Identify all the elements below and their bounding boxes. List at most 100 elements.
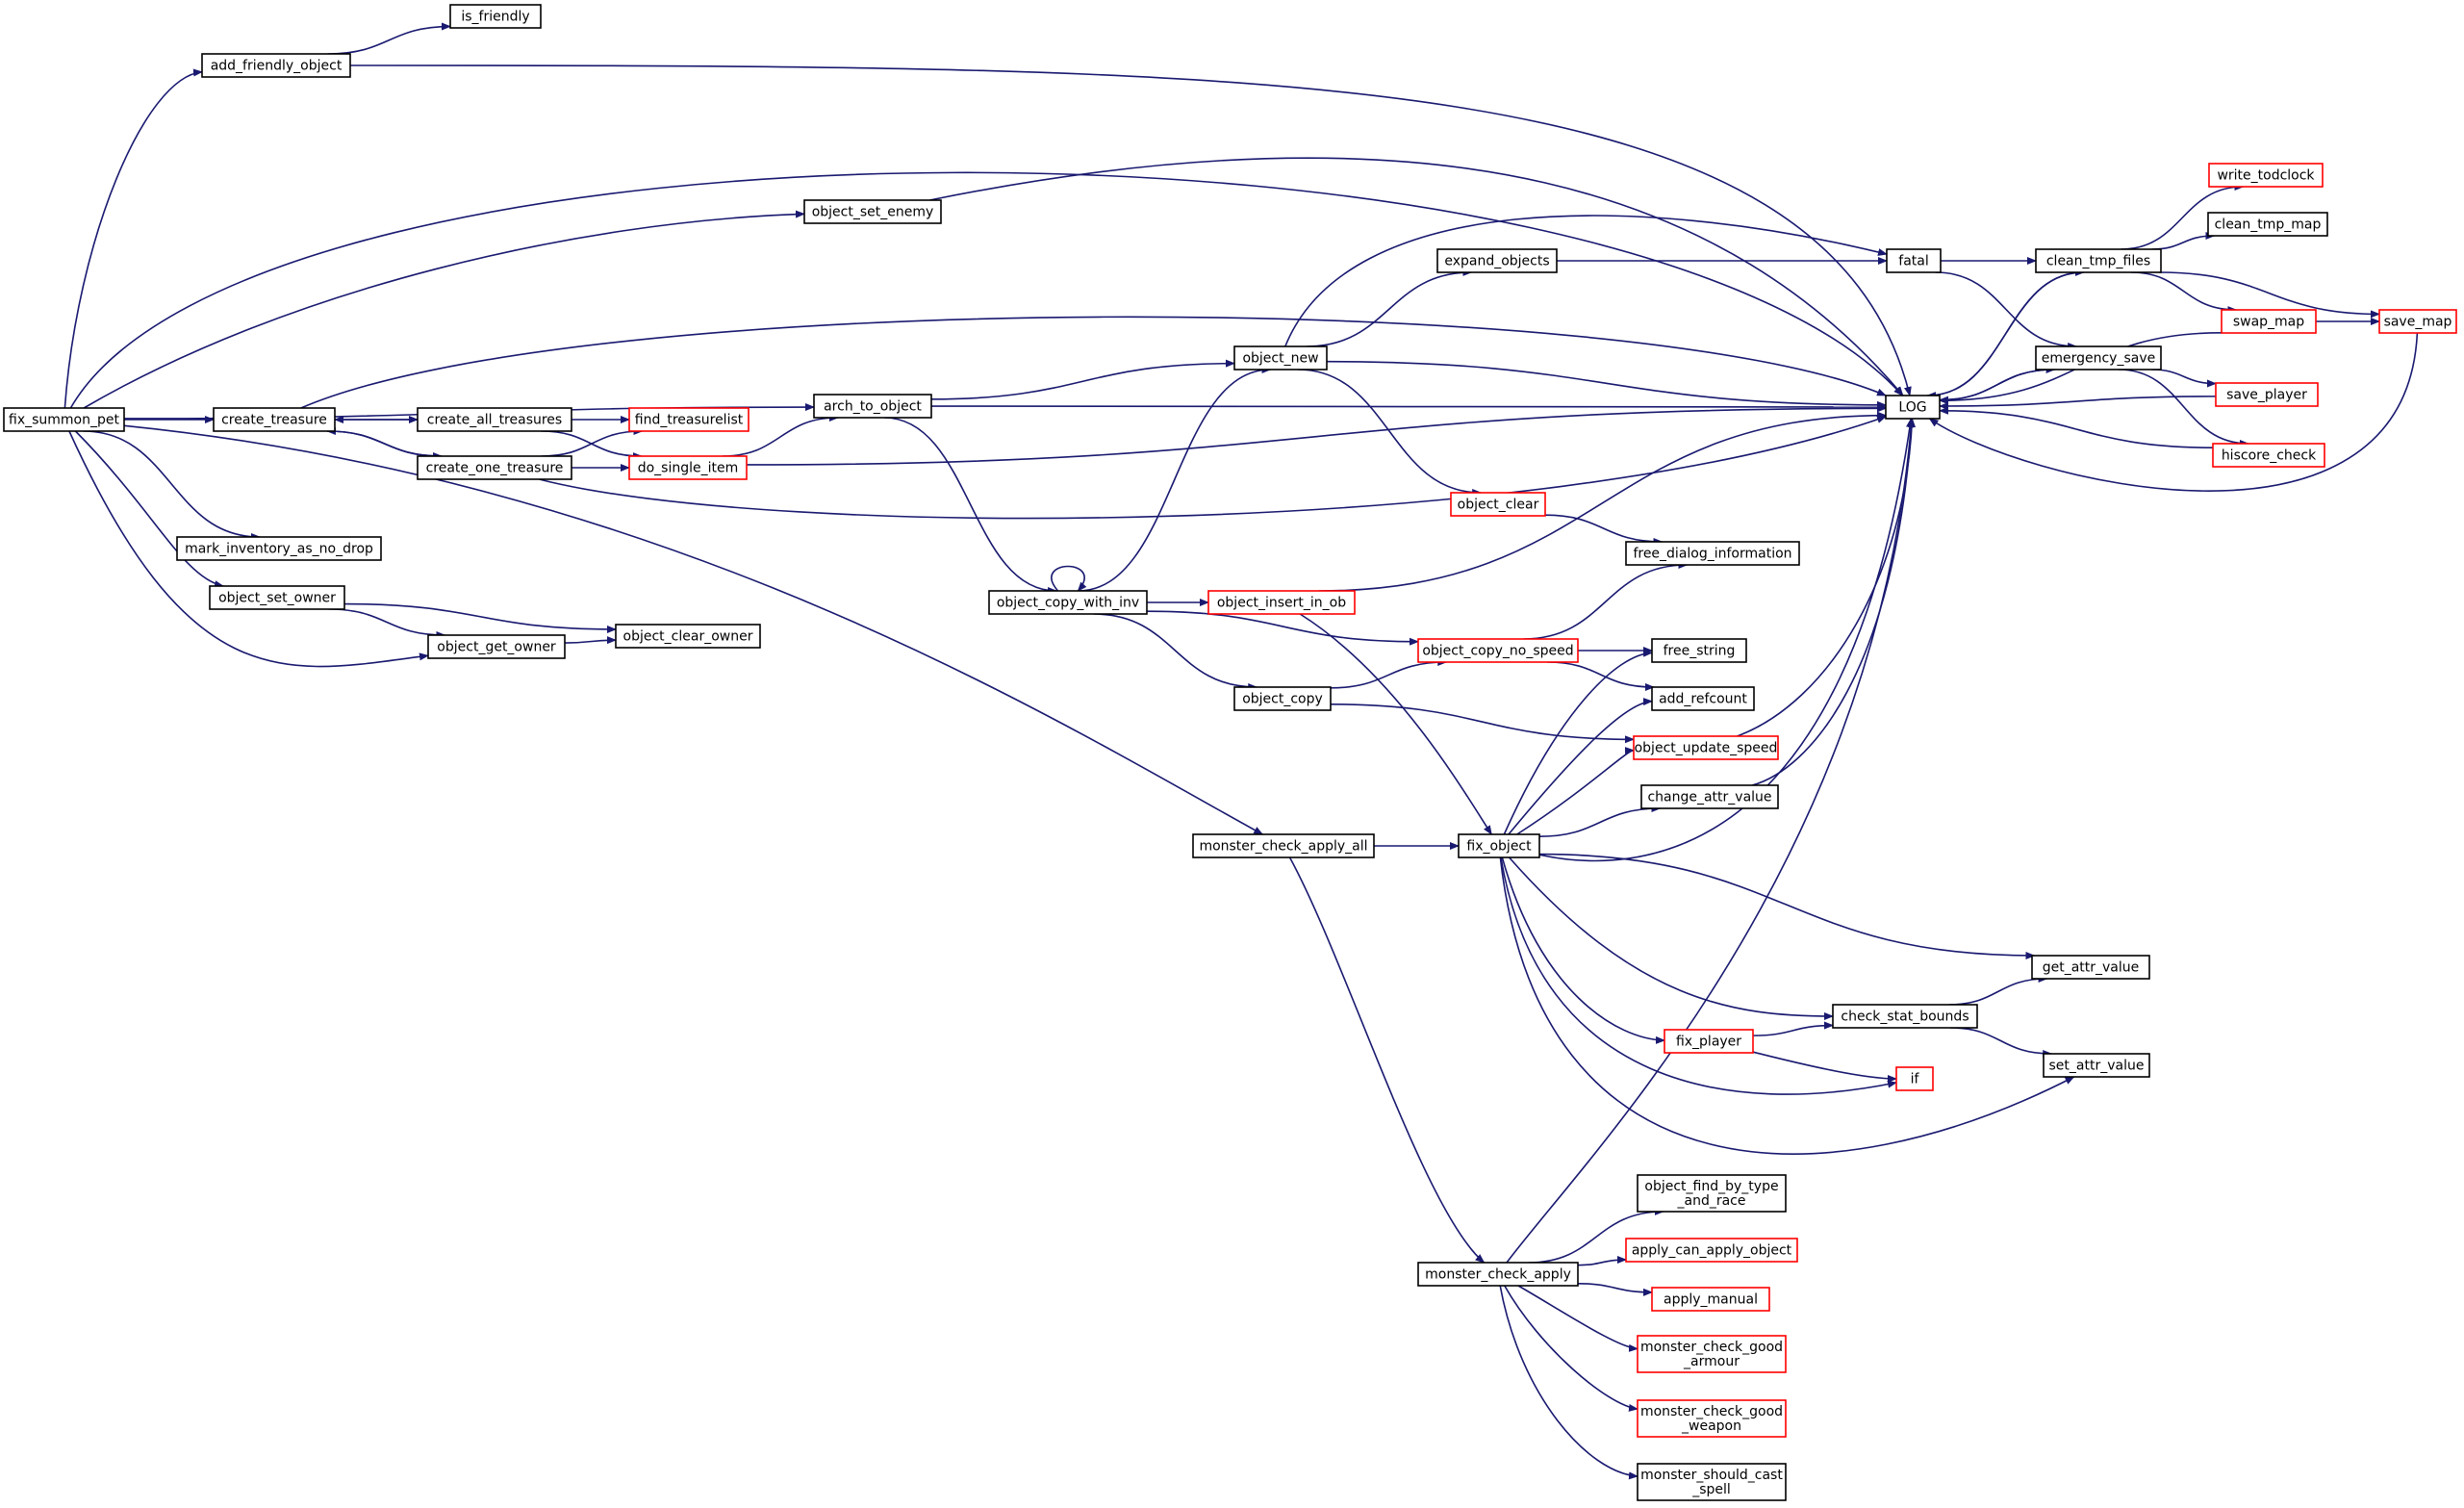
node-object_set_owner[interactable]: object_set_owner bbox=[209, 585, 345, 610]
node-label: add_refcount bbox=[1659, 692, 1747, 707]
node-label: object_set_owner bbox=[218, 591, 336, 606]
node-change_attr_value[interactable]: change_attr_value bbox=[1640, 784, 1779, 809]
node-monster_should_cast_spell[interactable]: monster_should_cast_spell bbox=[1637, 1463, 1787, 1501]
node-box bbox=[1651, 638, 1747, 663]
node-label: hiscore_check bbox=[2222, 448, 2317, 464]
node-object_clear[interactable]: object_clear bbox=[1450, 492, 1546, 517]
node-swap_map[interactable]: swap_map bbox=[2221, 309, 2317, 334]
node-label: save_player bbox=[2226, 388, 2307, 403]
edge-fix_summon_pet-to-object_set_owner bbox=[74, 430, 224, 589]
node-create_treasure[interactable]: create_treasure bbox=[213, 407, 336, 432]
node-do_single_item[interactable]: do_single_item bbox=[628, 455, 748, 480]
edge-check_stat_bounds-to-set_attr_value bbox=[1949, 1027, 2053, 1058]
node-label: clean_tmp_map bbox=[2215, 217, 2322, 233]
node-box bbox=[1233, 345, 1328, 371]
node-object_copy[interactable]: object_copy bbox=[1233, 686, 1332, 711]
node-is_friendly[interactable]: is_friendly bbox=[449, 4, 542, 29]
node-box bbox=[1633, 735, 1779, 760]
node-object_clear_owner[interactable]: object_clear_owner bbox=[615, 624, 761, 649]
node-fatal[interactable]: fatal bbox=[1886, 248, 1942, 273]
node-clean_tmp_files[interactable]: clean_tmp_files bbox=[2035, 248, 2162, 273]
node-box bbox=[1651, 686, 1755, 711]
node-monster_check_good_armour[interactable]: monster_check_good_armour bbox=[1637, 1335, 1787, 1373]
node-apply_manual[interactable]: apply_manual bbox=[1651, 1287, 1770, 1312]
node-save_player[interactable]: save_player bbox=[2215, 382, 2319, 407]
node-check_stat_bounds[interactable]: check_stat_bounds bbox=[1832, 1004, 1978, 1029]
node-box bbox=[1664, 1029, 1754, 1054]
node-monster_check_apply_all[interactable]: monster_check_apply_all bbox=[1192, 833, 1375, 858]
node-label: object_insert_in_ob bbox=[1217, 596, 1346, 611]
node-fix_player[interactable]: fix_player bbox=[1664, 1029, 1754, 1054]
node-object_insert_in_ob[interactable]: object_insert_in_ob bbox=[1207, 590, 1356, 615]
edge-fix_object-to-add_refcount bbox=[1508, 698, 1653, 835]
node-box bbox=[417, 407, 572, 432]
edge-object_copy-to-object_copy_no_speed bbox=[1330, 658, 1448, 689]
node-find_treasurelist[interactable]: find_treasurelist bbox=[628, 407, 749, 432]
node-object_update_speed[interactable]: object_update_speed bbox=[1633, 735, 1779, 760]
node-label: fix_player bbox=[1676, 1035, 1741, 1050]
edge-object_new-to-object_clear bbox=[1297, 369, 1483, 497]
node-label: fix_summon_pet bbox=[9, 413, 119, 428]
node-create_one_treasure[interactable]: create_one_treasure bbox=[417, 455, 572, 480]
edge-object_insert_in_ob-to-fix_object bbox=[1299, 613, 1492, 835]
node-object_new[interactable]: object_new bbox=[1233, 345, 1328, 371]
node-box bbox=[176, 536, 382, 561]
edge-fix_summon_pet-to-monster_check_apply_all bbox=[123, 424, 1264, 835]
node-label: monster_check_apply_all bbox=[1199, 839, 1367, 855]
node-get_attr_value[interactable]: get_attr_value bbox=[2031, 955, 2150, 980]
node-box bbox=[2031, 955, 2150, 980]
edge-object_copy_no_speed-to-add_refcount bbox=[1547, 661, 1655, 691]
edge-fix_summon_pet-to-object_set_enemy bbox=[83, 210, 805, 409]
node-LOG[interactable]: LOG bbox=[1885, 395, 1941, 420]
node-object_find_by_type_and_race[interactable]: object_find_by_type_and_race bbox=[1637, 1174, 1787, 1213]
node-arch_to_object[interactable]: arch_to_object bbox=[813, 394, 932, 419]
node-clean_tmp_map[interactable]: clean_tmp_map bbox=[2207, 212, 2328, 237]
node-expand_objects[interactable]: expand_objects bbox=[1436, 248, 1558, 273]
edge-object_copy-to-object_update_speed bbox=[1330, 703, 1635, 744]
node-set_attr_value[interactable]: set_attr_value bbox=[2043, 1053, 2150, 1078]
edge-arch_to_object-to-object_new bbox=[930, 359, 1235, 400]
node-box bbox=[209, 585, 345, 610]
node-mark_inventory_as_no_drop[interactable]: mark_inventory_as_no_drop bbox=[176, 536, 382, 561]
node-object_copy_no_speed[interactable]: object_copy_no_speed bbox=[1417, 638, 1579, 663]
node-box bbox=[1637, 1174, 1787, 1213]
edge-object_copy_with_inv-to-object_copy_no_speed bbox=[1146, 610, 1419, 646]
node-label: check_stat_bounds bbox=[1841, 1010, 1969, 1025]
node-free_string[interactable]: free_string bbox=[1651, 638, 1747, 663]
node-emergency_save[interactable]: emergency_save bbox=[2035, 345, 2162, 371]
node-if[interactable]: if bbox=[1895, 1066, 1934, 1091]
node-label: swap_map bbox=[2233, 315, 2304, 330]
node-object_get_owner[interactable]: object_get_owner bbox=[427, 634, 566, 659]
node-write_todclock[interactable]: write_todclock bbox=[2208, 163, 2324, 188]
node-label: create_one_treasure bbox=[426, 461, 564, 476]
edge-fix_summon_pet-to-object_get_owner bbox=[68, 430, 429, 668]
node-object_copy_with_inv[interactable]: object_copy_with_inv bbox=[988, 590, 1148, 615]
edge-layer bbox=[64, 22, 2419, 1480]
node-apply_can_apply_object[interactable]: apply_can_apply_object bbox=[1625, 1238, 1798, 1263]
node-box bbox=[2035, 345, 2162, 371]
node-label: arch_to_object bbox=[824, 399, 922, 415]
node-box bbox=[813, 394, 932, 419]
node-box bbox=[1192, 833, 1375, 858]
node-save_map[interactable]: save_map bbox=[2378, 309, 2457, 334]
node-add_friendly_object[interactable]: add_friendly_object bbox=[201, 53, 351, 78]
node-monster_check_apply[interactable]: monster_check_apply bbox=[1417, 1262, 1579, 1287]
node-free_dialog_information[interactable]: free_dialog_information bbox=[1625, 541, 1800, 566]
node-hiscore_check[interactable]: hiscore_check bbox=[2212, 443, 2325, 468]
node-box bbox=[2221, 309, 2317, 334]
node-box bbox=[1651, 1287, 1770, 1312]
edge-fix_object-to-if bbox=[1500, 856, 1897, 1095]
edge-object_set_owner-to-object_get_owner bbox=[328, 608, 446, 639]
edge-add_friendly_object-to-is_friendly bbox=[327, 22, 451, 55]
node-object_set_enemy[interactable]: object_set_enemy bbox=[803, 199, 942, 224]
node-create_all_treasures[interactable]: create_all_treasures bbox=[417, 407, 572, 432]
node-monster_check_good_weapon[interactable]: monster_check_good_weapon bbox=[1637, 1399, 1787, 1438]
node-add_refcount[interactable]: add_refcount bbox=[1651, 686, 1755, 711]
node-box bbox=[1417, 1262, 1579, 1287]
node-label: is_friendly bbox=[461, 10, 529, 25]
node-fix_object[interactable]: fix_object bbox=[1458, 833, 1540, 858]
node-label: create_treasure bbox=[221, 413, 327, 428]
node-fix_summon_pet[interactable]: fix_summon_pet bbox=[3, 407, 125, 432]
node-box bbox=[1640, 784, 1779, 809]
edge-arch_to_object-to-LOG bbox=[930, 402, 1887, 411]
